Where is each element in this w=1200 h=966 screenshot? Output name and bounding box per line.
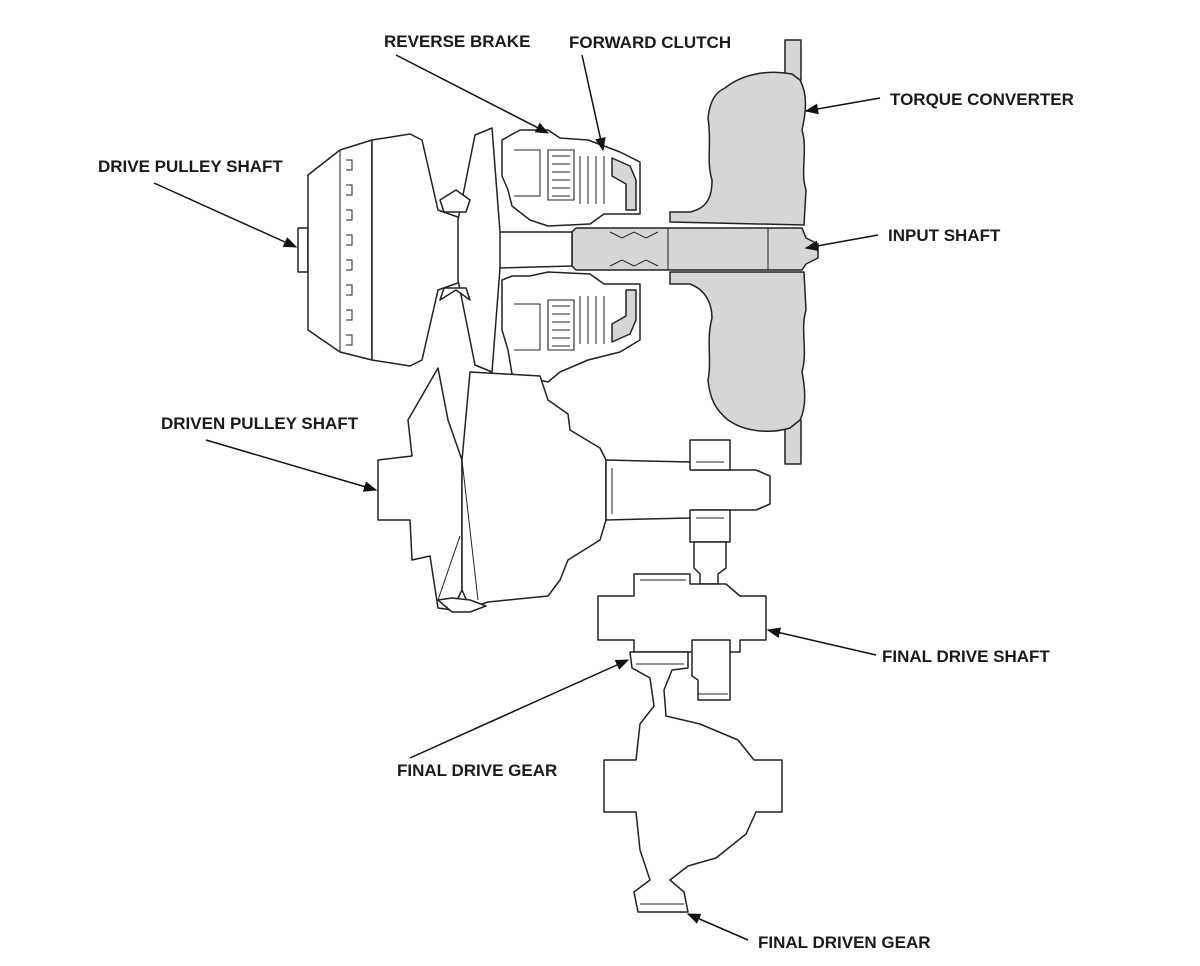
label-driven-pulley-shaft: DRIVEN PULLEY SHAFT	[161, 414, 359, 433]
label-input-shaft: INPUT SHAFT	[888, 226, 1001, 245]
driven-pulley-shaft	[377, 367, 771, 613]
driven-pulley-shaft-leader	[205, 439, 378, 492]
leader-lines	[153, 54, 881, 941]
input-shaft-leader	[804, 234, 879, 252]
label-final-drive-shaft: FINAL DRIVE SHAFT	[882, 647, 1050, 666]
forward-clutch-reverse-brake-assembly	[501, 129, 641, 383]
torque-converter-leader	[804, 97, 881, 115]
label-final-drive-gear: FINAL DRIVE GEAR	[397, 761, 557, 780]
label-torque-converter: TORQUE CONVERTER	[890, 90, 1074, 109]
final-drive-shaft	[597, 541, 767, 701]
reverse-brake-leader	[395, 54, 550, 134]
label-final-driven-gear: FINAL DRIVEN GEAR	[758, 933, 931, 952]
final-driven-gear-leader	[686, 913, 749, 941]
final-driven-gear-differential	[603, 651, 783, 913]
label-reverse-brake: REVERSE BRAKE	[384, 32, 530, 51]
callout-labels: REVERSE BRAKE FORWARD CLUTCH TORQUE CONV…	[98, 32, 1074, 952]
final-drive-shaft-leader	[766, 627, 877, 656]
forward-clutch-leader	[581, 54, 606, 152]
drive-pulley-shaft-leader	[153, 182, 298, 248]
torque-converter	[571, 39, 819, 465]
label-drive-pulley-shaft: DRIVE PULLEY SHAFT	[98, 157, 283, 176]
final-drive-gear-leader	[409, 659, 630, 759]
drive-pulley-shaft	[297, 127, 573, 373]
label-forward-clutch: FORWARD CLUTCH	[569, 33, 731, 52]
